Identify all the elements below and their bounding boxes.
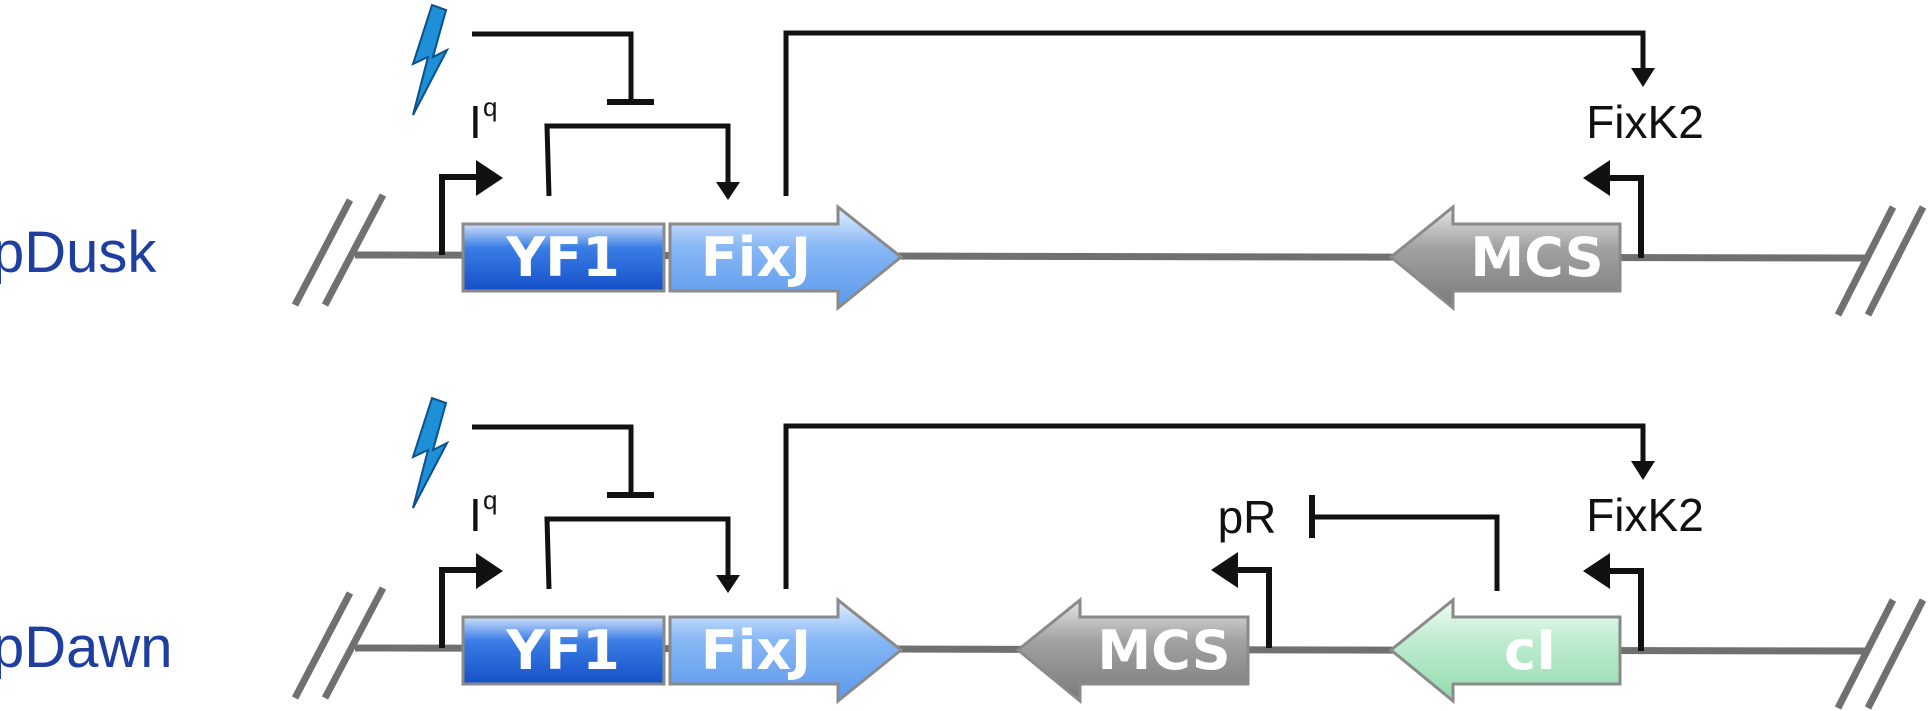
gene-label-yf1: YF1	[505, 226, 620, 289]
promoter-fixk2	[1583, 553, 1644, 651]
gene-label-mcs: MCS	[1470, 226, 1603, 289]
gene-ci: cI	[1388, 596, 1622, 705]
gene-label-fixj: FixJ	[701, 619, 811, 682]
gene-label-yf1: YF1	[505, 619, 620, 682]
gene-fixj: FixJ	[668, 596, 904, 705]
promoter-label-iq: I	[469, 489, 482, 541]
gene-mcs: MCS	[1388, 203, 1622, 312]
yf1-to-fixj-line	[544, 516, 731, 590]
gene-label-ci: cI	[1504, 619, 1556, 682]
yf1-to-fixj-arrowhead	[716, 182, 740, 200]
promoter-iq	[439, 160, 503, 255]
promoter-label-pr: pR	[1218, 491, 1277, 543]
construct-label-pdusk: pDusk	[0, 220, 157, 285]
fixj-to-fixk2-arrowhead	[1631, 68, 1655, 87]
gene-yf1: YF1	[461, 615, 666, 686]
backbone-break-right	[1834, 598, 1927, 710]
promoter-label-fixk2: FixK2	[1586, 489, 1704, 541]
ci-repression-line	[1312, 514, 1500, 591]
fixj-to-fixk2-line	[783, 423, 1646, 589]
backbone-break-left	[291, 193, 387, 307]
construct-pdawn: pDawn I q	[0, 396, 1927, 710]
promoter-label-iq-superscript: q	[483, 485, 497, 515]
backbone-break-right	[1834, 205, 1927, 317]
gene-label-fixj: FixJ	[701, 226, 811, 289]
yf1-to-fixj-line	[544, 123, 731, 197]
promoter-label-iq: I	[469, 96, 482, 148]
promoter-label-iq-superscript: q	[483, 92, 497, 122]
fixj-to-fixk2-arrowhead	[1631, 461, 1655, 480]
promoter-pr	[1211, 552, 1272, 648]
yf1-to-fixj-arrowhead	[716, 575, 740, 593]
light-inhibition-line	[472, 31, 634, 102]
backbone-break-left	[291, 586, 387, 700]
light-inhibition-line	[472, 424, 634, 495]
construct-pdusk: pDusk I q YF1	[0, 3, 1927, 317]
lightning-icon	[411, 3, 450, 116]
construct-label-pdawn: pDawn	[0, 615, 173, 680]
gene-fixj: FixJ	[668, 203, 904, 312]
gene-yf1: YF1	[461, 222, 666, 293]
lightning-icon	[411, 396, 450, 509]
promoter-iq	[439, 553, 503, 648]
promoter-label-fixk2: FixK2	[1586, 96, 1704, 148]
fixj-to-fixk2-line	[783, 30, 1646, 196]
gene-mcs: MCS	[1015, 596, 1250, 705]
gene-label-mcs: MCS	[1097, 619, 1230, 682]
promoter-fixk2	[1583, 160, 1644, 258]
